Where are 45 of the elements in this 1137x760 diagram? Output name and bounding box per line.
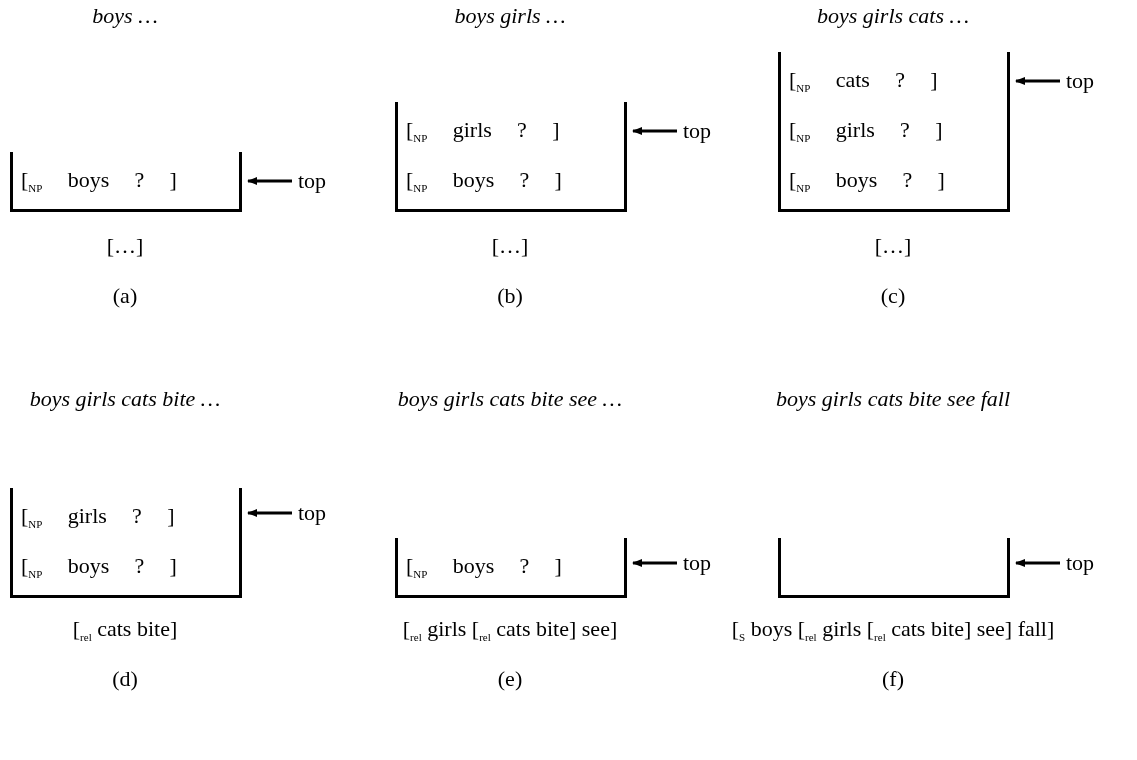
- bracketed-result: [$_{rel}$ cats bite]: [72, 615, 178, 646]
- stack-entry: [$_{NP}$ girls ? ]: [781, 108, 1007, 152]
- pointer-label: top: [1066, 68, 1095, 94]
- sentence-prefix: boys girls …: [454, 2, 566, 30]
- stack-entry: [$_{NP}$ girls ? ]: [398, 108, 624, 152]
- stack-entry: [$_{NP}$ boys ? ]: [13, 158, 239, 202]
- stack-entry: [$_{NP}$ cats ? ]: [781, 58, 1007, 102]
- bracketed-result: [$_{rel}$ girls [$_{rel}$ cats bite] see]: [402, 615, 618, 646]
- pointer-label: top: [298, 500, 327, 526]
- arrow: [632, 559, 677, 567]
- sentence-prefix: boys girls cats bite see …: [397, 385, 623, 413]
- stack-container: [778, 538, 1010, 598]
- pointer-label: top: [298, 168, 327, 194]
- stack-entry: [$_{NP}$ boys ? ]: [781, 158, 1007, 202]
- stack-entry: [$_{NP}$ boys ? ]: [398, 158, 624, 202]
- sentence-prefix: boys girls cats bite …: [29, 385, 221, 413]
- stack-entry: [$_{NP}$ boys ? ]: [13, 544, 239, 588]
- panel-label: (c): [880, 282, 906, 310]
- arrow: [247, 177, 292, 185]
- stack-entry: [$_{NP}$ boys ? ]: [398, 544, 624, 588]
- bracketed-result: […]: [106, 232, 144, 260]
- stack-container: [778, 52, 1010, 212]
- sentence-prefix: boys girls cats …: [816, 2, 970, 30]
- panel-label: (b): [497, 282, 523, 310]
- pointer-label: top: [683, 118, 712, 144]
- arrow: [1015, 77, 1060, 85]
- panel-label: (d): [112, 665, 138, 693]
- pointer-label: top: [1066, 550, 1095, 576]
- bracketed-result: […]: [874, 232, 912, 260]
- pointer-label: top: [683, 550, 712, 576]
- panel-label: (e): [497, 665, 523, 693]
- arrow: [1015, 559, 1060, 567]
- stack-container: [395, 538, 627, 598]
- panel-label: (f): [882, 665, 904, 693]
- stack-container: [10, 488, 242, 598]
- sentence-prefix: boys …: [92, 2, 158, 30]
- arrow: [632, 127, 677, 135]
- stack-container: [395, 102, 627, 212]
- bracketed-result: [$_{S}$ boys [$_{rel}$ girls [$_{rel}$ cats bite] see] fall]: [731, 615, 1055, 646]
- sentence-prefix: boys girls cats bite see fall: [776, 385, 1010, 413]
- stack-container: [10, 152, 242, 212]
- panel-label: (a): [112, 282, 138, 310]
- bracketed-result: […]: [491, 232, 529, 260]
- arrow: [247, 509, 292, 517]
- stack-entry: [$_{NP}$ girls ? ]: [13, 494, 239, 538]
